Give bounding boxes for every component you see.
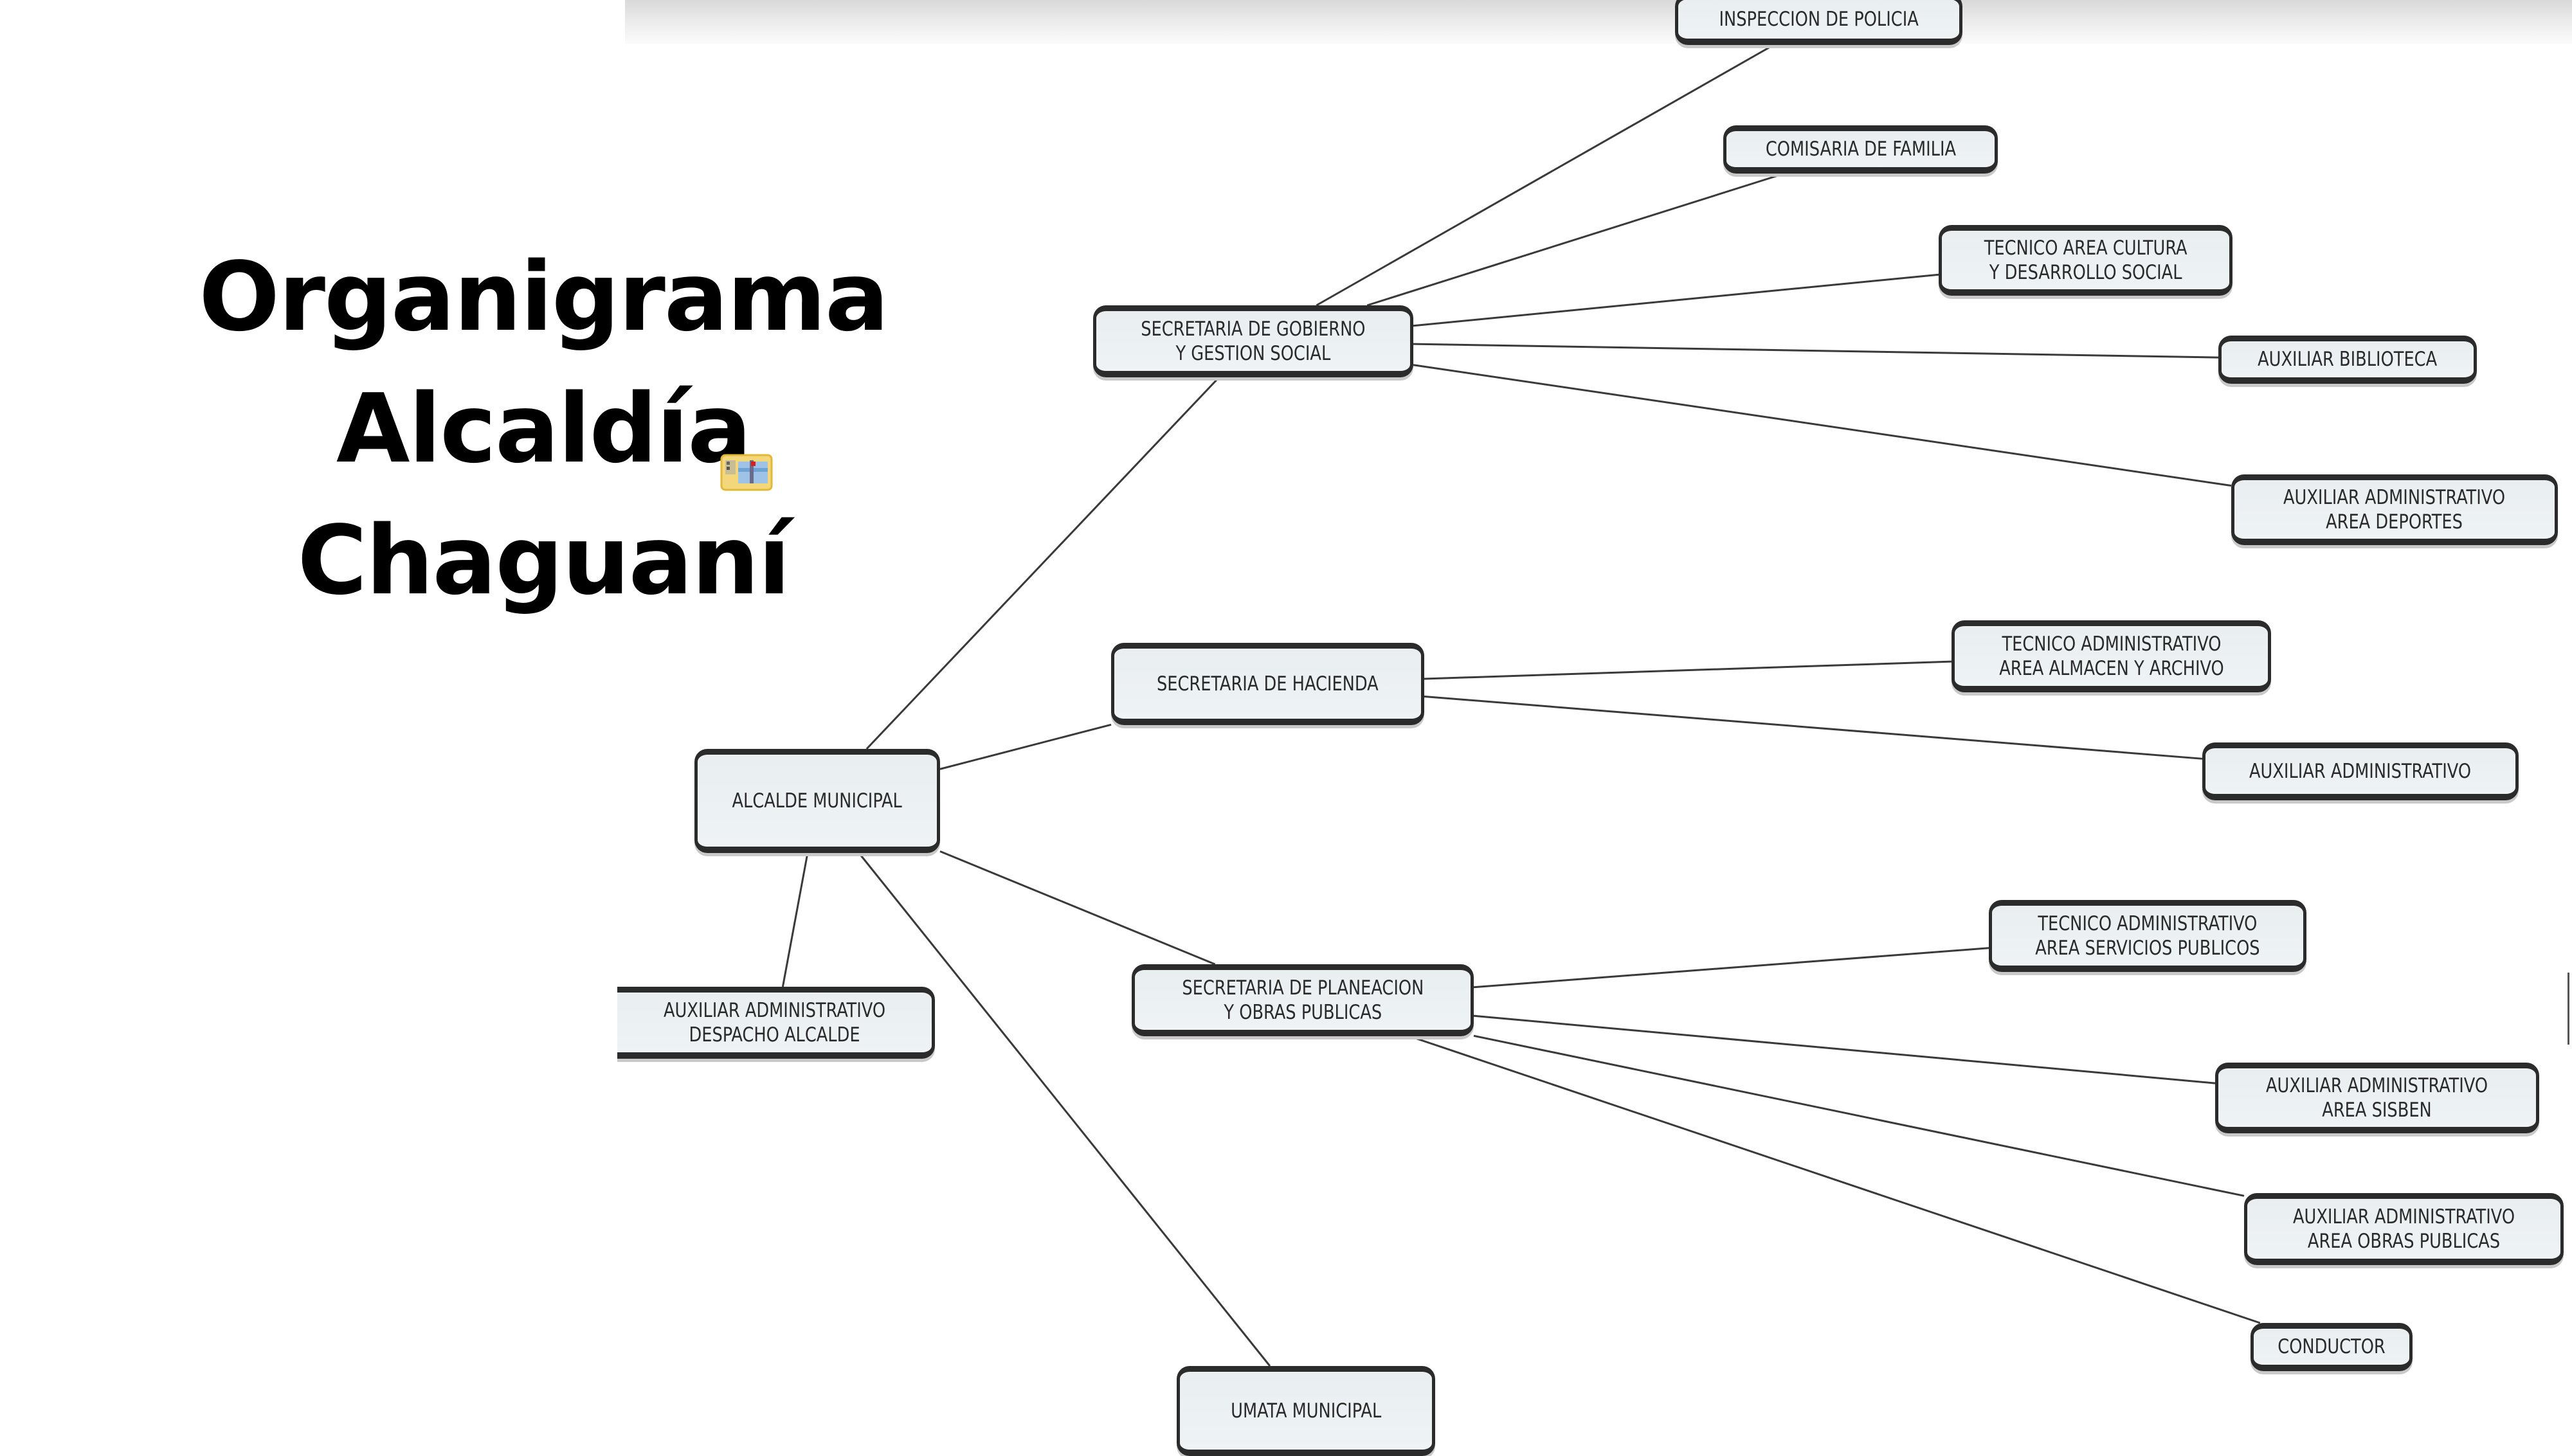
node-secretaria-planeacion[interactable]: SECRETARIA DE PLANEACION Y OBRAS PUBLICA…: [1132, 964, 1474, 1036]
embedded-document-icon[interactable]: [720, 454, 773, 491]
node-umata-municipal[interactable]: UMATA MUNICIPAL: [1177, 1366, 1435, 1456]
link-sec_gobierno-to-inspeccion: [1316, 44, 1775, 307]
node-label: SECRETARIA DE GOBIERNO Y GESTION SOCIAL: [1141, 317, 1366, 365]
link-alcalde-to-sec_planeacion: [939, 850, 1216, 966]
node-tecnico-servicios-publicos[interactable]: TECNICO ADMINISTRATIVO AREA SERVICIOS PU…: [1989, 900, 2306, 972]
link-alcalde-to-sec_gobierno: [865, 376, 1220, 750]
title-line-1: Organigrama: [199, 242, 889, 352]
link-sec_gobierno-to-tec_cultura: [1413, 273, 1939, 327]
node-auxiliar-biblioteca[interactable]: AUXILIAR BIBLIOTECA: [2218, 336, 2477, 384]
node-label: TECNICO ADMINISTRATIVO AREA SERVICIOS PU…: [2035, 912, 2260, 960]
link-sec_planeacion-to-aux_obras: [1473, 1034, 2245, 1197]
slide-title: Organigrama Alcaldía Chaguaní: [193, 231, 894, 627]
node-label: SECRETARIA DE HACIENDA: [1157, 672, 1379, 696]
node-label: TECNICO AREA CULTURA Y DESARROLLO SOCIAL: [1984, 236, 2187, 284]
node-label: AUXILIAR BIBLIOTECA: [2258, 348, 2438, 371]
title-line-3: Chaguaní: [297, 505, 790, 616]
title-line-2: Alcaldía: [336, 373, 752, 484]
node-alcalde-municipal[interactable]: ALCALDE MUNICIPAL: [694, 749, 940, 853]
node-tecnico-cultura[interactable]: TECNICO AREA CULTURA Y DESARROLLO SOCIAL: [1939, 225, 2232, 296]
node-auxiliar-deportes[interactable]: AUXILIAR ADMINISTRATIVO AREA DEPORTES: [2231, 474, 2558, 545]
node-label: TECNICO ADMINISTRATIVO AREA ALMACEN Y AR…: [1998, 632, 2224, 680]
node-auxiliar-obras-publicas[interactable]: AUXILIAR ADMINISTRATIVO AREA OBRAS PUBLI…: [2244, 1193, 2564, 1265]
node-label: COMISARIA DE FAMILIA: [1765, 138, 1956, 161]
node-secretaria-hacienda[interactable]: SECRETARIA DE HACIENDA: [1111, 643, 1424, 725]
link-sec_hacienda-to-tec_almacen: [1424, 660, 1952, 680]
link-alcalde-to-umata: [858, 852, 1271, 1367]
link-alcalde-to-sec_hacienda: [939, 723, 1112, 770]
top-gradient-band: [625, 0, 2572, 44]
node-label: AUXILIAR ADMINISTRATIVO AREA OBRAS PUBLI…: [2292, 1205, 2515, 1253]
link-sec_gobierno-to-comisaria: [1366, 172, 1785, 307]
node-label: SECRETARIA DE PLANEACION Y OBRAS PUBLICA…: [1182, 976, 1424, 1024]
node-comisaria-familia[interactable]: COMISARIA DE FAMILIA: [1723, 125, 1998, 174]
node-label: CONDUCTOR: [2278, 1335, 2386, 1358]
node-auxiliar-despacho-alcalde[interactable]: AUXILIAR ADMINISTRATIVO DESPACHO ALCALDE: [617, 987, 935, 1059]
link-sec_planeacion-to-conductor: [1409, 1035, 2261, 1324]
link-sec_hacienda-to-aux_admin: [1424, 695, 2203, 760]
link-sec_gobierno-to-aux_deportes: [1413, 364, 2232, 487]
node-conductor[interactable]: CONDUCTOR: [2250, 1323, 2413, 1371]
node-label: AUXILIAR ADMINISTRATIVO: [2249, 759, 2472, 783]
right-edge-handle[interactable]: [2567, 973, 2569, 1045]
node-label: UMATA MUNICIPAL: [1230, 1399, 1382, 1423]
link-sec_planeacion-to-tec_servicios: [1473, 947, 1989, 989]
node-secretaria-gobierno[interactable]: SECRETARIA DE GOBIERNO Y GESTION SOCIAL: [1093, 305, 1413, 377]
link-sec_planeacion-to-aux_sisben: [1473, 1014, 2216, 1084]
node-inspeccion-policia[interactable]: INSPECCION DE POLICIA: [1675, 0, 1962, 45]
node-label: AUXILIAR ADMINISTRATIVO DESPACHO ALCALDE: [663, 998, 886, 1047]
link-sec_gobierno-to-aux_biblioteca: [1413, 343, 2219, 359]
node-label: INSPECCION DE POLICIA: [1719, 7, 1919, 31]
node-label: ALCALDE MUNICIPAL: [732, 789, 903, 813]
node-auxiliar-administrativo[interactable]: AUXILIAR ADMINISTRATIVO: [2202, 742, 2519, 800]
node-tecnico-almacen-archivo[interactable]: TECNICO ADMINISTRATIVO AREA ALMACEN Y AR…: [1952, 620, 2271, 692]
node-label: AUXILIAR ADMINISTRATIVO AREA DEPORTES: [2283, 485, 2506, 534]
node-label: AUXILIAR ADMINISTRATIVO AREA SISBEN: [2266, 1074, 2488, 1122]
node-auxiliar-sisben[interactable]: AUXILIAR ADMINISTRATIVO AREA SISBEN: [2215, 1063, 2539, 1133]
link-alcalde-to-aux_despacho: [781, 852, 809, 987]
